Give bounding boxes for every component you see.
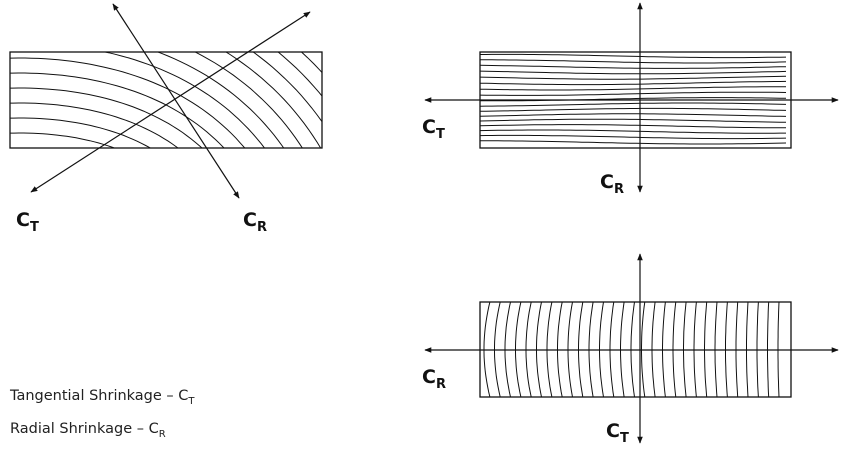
label-cr-horizontal: CR xyxy=(600,171,624,197)
growth-ring xyxy=(480,91,787,96)
growth-rings-horizontal xyxy=(480,53,787,145)
label-ct-horizontal: CT xyxy=(422,116,445,142)
label-ct-flat: CT xyxy=(16,209,39,235)
growth-ring xyxy=(0,0,524,427)
growth-ring xyxy=(480,80,787,86)
growth-ring xyxy=(0,0,461,414)
growth-ring xyxy=(10,87,203,148)
growth-ring xyxy=(480,113,787,117)
radial-arrow xyxy=(112,3,240,199)
label-cr-flat: CR xyxy=(243,209,267,235)
growth-ring xyxy=(0,0,429,408)
growth-ring xyxy=(0,0,603,443)
board-outline xyxy=(9,51,323,149)
growth-ring xyxy=(156,52,285,148)
growth-ring xyxy=(480,129,786,134)
legend-radial: Radial Shrinkage – CR xyxy=(10,421,166,440)
growth-ring xyxy=(10,132,116,148)
flat-sawn-board xyxy=(0,0,603,443)
growth-ring xyxy=(0,0,477,417)
growth-ring xyxy=(0,0,556,433)
growth-ring xyxy=(480,59,787,64)
growth-ring xyxy=(480,86,786,91)
growth-ring xyxy=(0,0,445,411)
growth-ring xyxy=(480,107,787,112)
growth-ring xyxy=(480,70,787,75)
growth-ring xyxy=(480,134,787,140)
growth-ring xyxy=(10,117,152,148)
growth-ring xyxy=(480,75,787,80)
growth-ring xyxy=(480,118,786,123)
growth-ring xyxy=(480,140,787,145)
growth-ring xyxy=(10,147,39,148)
growth-ring xyxy=(480,124,786,129)
growth-ring xyxy=(480,53,787,59)
tangential-arrow xyxy=(30,11,311,193)
growth-ring xyxy=(10,102,179,148)
growth-ring xyxy=(300,52,322,74)
label-ct-vertical: CT xyxy=(606,420,629,446)
growth-rings-flat xyxy=(0,0,603,443)
growth-ring xyxy=(102,52,266,148)
legend-tangential: Tangential Shrinkage – CT xyxy=(10,388,195,407)
growth-ring xyxy=(480,64,787,69)
label-cr-vertical: CR xyxy=(422,366,446,392)
growth-ring xyxy=(480,102,787,107)
